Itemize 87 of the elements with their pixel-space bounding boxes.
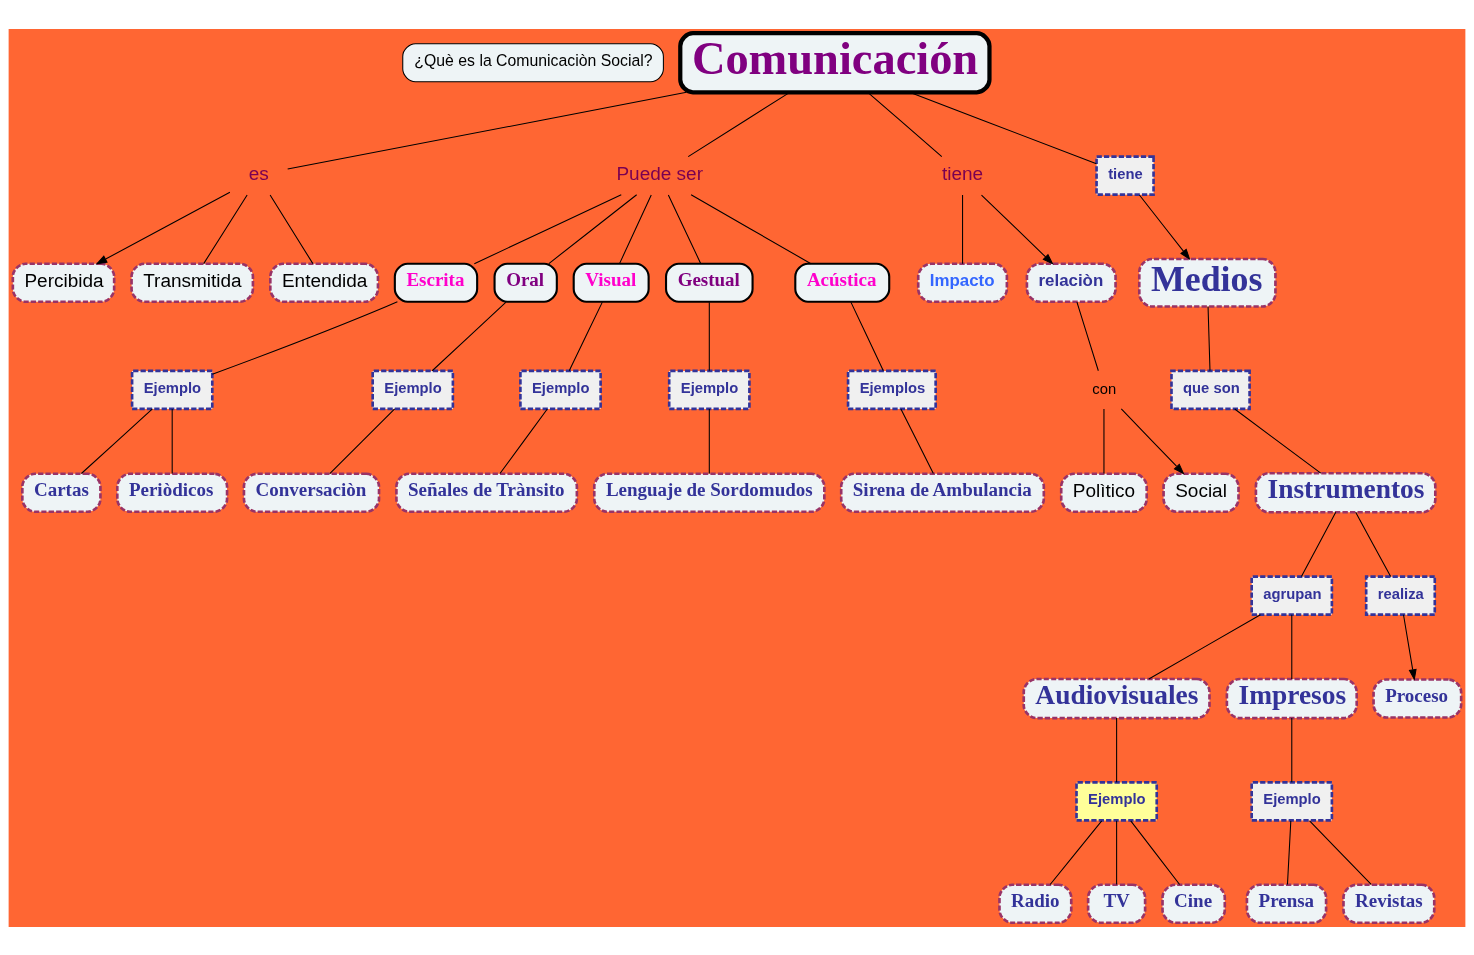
- connector: [1130, 819, 1181, 885]
- connector: [867, 91, 943, 157]
- node-box: Ejemplos: [846, 369, 937, 410]
- node-box: Ejemplo: [1075, 780, 1159, 822]
- node-text: es: [248, 162, 269, 184]
- node-box: Percibida: [11, 261, 116, 303]
- connector: [1309, 819, 1372, 885]
- node-box: Polìtico: [1059, 471, 1148, 513]
- connector: [1300, 511, 1337, 577]
- node-box: Cine: [1161, 882, 1227, 924]
- node-box: Prensa: [1245, 882, 1328, 924]
- connector: [1286, 819, 1292, 885]
- connector: [211, 300, 398, 375]
- arrow: [1402, 613, 1417, 681]
- connector: [203, 194, 248, 264]
- arrow: [95, 191, 231, 264]
- node-box: que son: [1170, 369, 1251, 410]
- node-text: tiene: [941, 162, 984, 184]
- node-box: Lenguaje de Sordomudos: [592, 471, 826, 513]
- node-box: Radio: [998, 882, 1073, 924]
- connector: [1291, 717, 1293, 783]
- connector: [287, 91, 688, 170]
- node-text: con: [1092, 380, 1117, 397]
- connector: [1234, 407, 1322, 474]
- connector: [1148, 613, 1261, 679]
- connector: [329, 407, 396, 474]
- node-box: Ejemplo: [1250, 780, 1334, 822]
- node-box: Social: [1162, 471, 1240, 513]
- node-box: Periòdicos: [116, 471, 229, 513]
- node-box: Cartas: [21, 471, 102, 513]
- node-box: Visual: [572, 262, 650, 303]
- node-box: Ejemplo: [519, 369, 602, 410]
- node-box: Audiovisuales: [1022, 677, 1211, 719]
- connector: [1291, 613, 1293, 679]
- connector: [1049, 819, 1103, 885]
- connector: [1076, 301, 1099, 371]
- node-box: Sirena de Ambulancia: [839, 471, 1046, 513]
- node-box: Ejemplo: [130, 369, 214, 410]
- connector: [1116, 717, 1118, 783]
- connector: [1207, 305, 1211, 371]
- connector: [690, 193, 812, 264]
- connector: [548, 193, 638, 264]
- arrow: [980, 194, 1054, 265]
- node-box: Conversaciòn: [242, 471, 381, 513]
- node-box: Comunicación: [678, 30, 992, 94]
- connector: [708, 407, 710, 474]
- node-box: tiene: [1095, 154, 1155, 196]
- connector: [619, 194, 652, 264]
- arrow: [1120, 407, 1185, 475]
- connector: [499, 407, 548, 474]
- node-box: Entendida: [269, 261, 380, 303]
- node-box: agrupan: [1250, 574, 1334, 616]
- connector: [473, 193, 622, 264]
- connector: [900, 407, 934, 474]
- node-box: Medios: [1138, 257, 1277, 308]
- node-box: Oral: [493, 262, 558, 303]
- connector: [708, 301, 710, 371]
- connector: [431, 301, 507, 371]
- node-box: Ejemplo: [371, 369, 455, 410]
- node-box: Proceso: [1372, 677, 1463, 719]
- connector: [962, 194, 964, 264]
- node-box: Instrumentos: [1254, 471, 1437, 514]
- connector: [687, 91, 791, 157]
- connector: [1116, 819, 1118, 885]
- node-text: Puede ser: [616, 162, 703, 184]
- node-box: ¿Què es la Comunicaciòn Social?: [402, 42, 664, 82]
- connector: [80, 407, 153, 474]
- node-box: Acústica: [794, 262, 891, 303]
- node-box: Señales de Trànsito: [395, 471, 579, 513]
- node-box: Impresos: [1225, 677, 1358, 719]
- node-box: realiza: [1364, 574, 1437, 616]
- connector: [667, 194, 702, 264]
- node-box: Transmitida: [130, 261, 255, 303]
- node-box: TV: [1086, 882, 1147, 924]
- node-box: Escrita: [393, 262, 479, 303]
- connector: [1103, 407, 1105, 474]
- node-box: Impacto: [916, 261, 1009, 303]
- arrow: [1138, 194, 1191, 260]
- connector: [1355, 511, 1392, 577]
- connector: [171, 407, 173, 474]
- node-box: Revistas: [1342, 882, 1436, 924]
- node-box: relaciòn: [1025, 261, 1117, 303]
- node-box: Ejemplo: [667, 369, 751, 410]
- connector: [850, 301, 884, 371]
- connector: [269, 194, 314, 264]
- connector: [568, 301, 603, 371]
- node-box: Gestual: [665, 262, 754, 303]
